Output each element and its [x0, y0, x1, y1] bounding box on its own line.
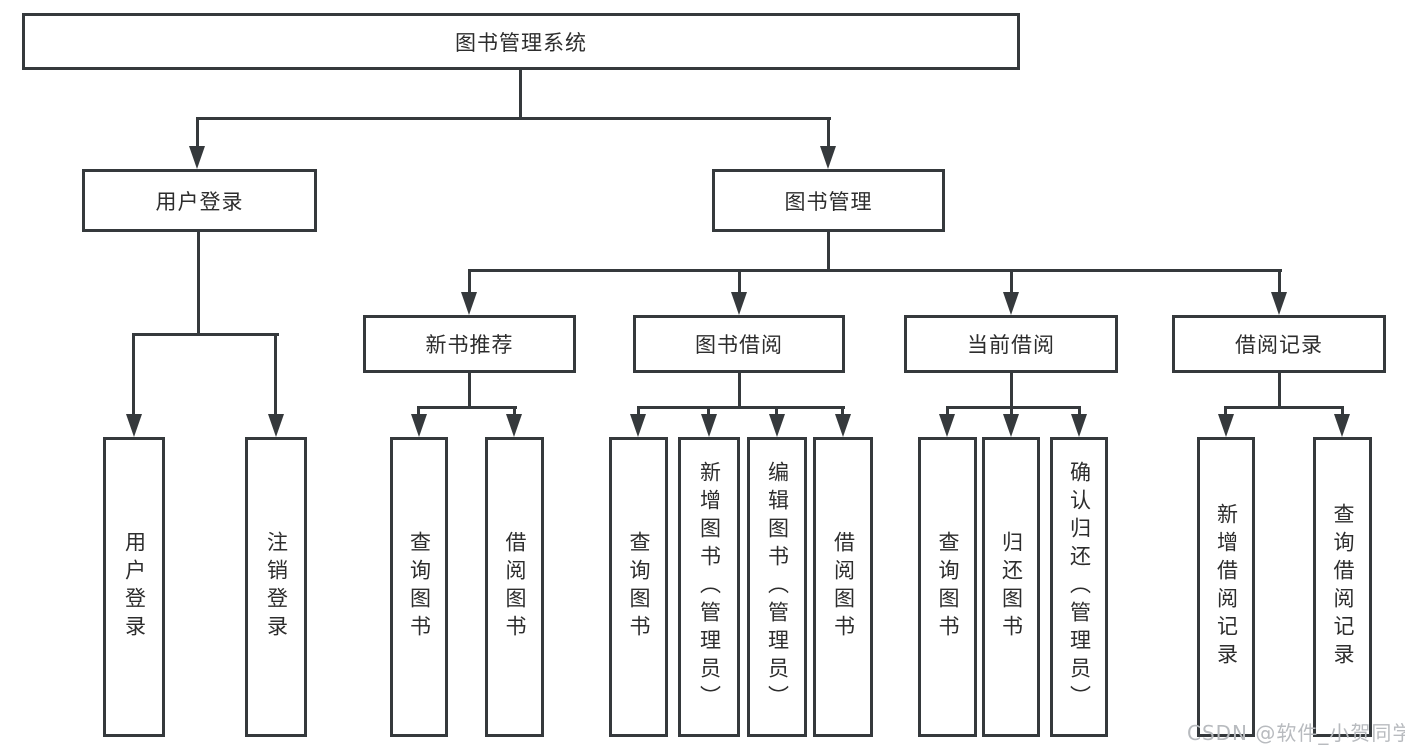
- connector-line: [197, 232, 200, 336]
- connector-line: [775, 406, 778, 417]
- arrow-down-icon: [506, 414, 522, 437]
- arrow-down-icon: [268, 414, 284, 437]
- connector-line: [827, 232, 830, 272]
- connector-line: [637, 406, 845, 409]
- connector-line: [946, 406, 949, 417]
- connector-line: [196, 117, 199, 148]
- connector-line: [468, 373, 471, 409]
- connector-line: [417, 406, 517, 409]
- arrow-down-icon: [769, 414, 785, 437]
- arrow-down-icon: [731, 292, 747, 315]
- connector-line: [1078, 406, 1081, 417]
- connector-line: [1278, 269, 1281, 294]
- leaf-logout: 注销登录: [245, 437, 307, 737]
- leaf-add-book-admin: 新增图书（管理员）: [678, 437, 740, 737]
- connector-line: [1010, 373, 1013, 409]
- arrow-down-icon: [1003, 414, 1019, 437]
- connector-line: [468, 269, 471, 294]
- leaf-add-borrow-record: 新增借阅记录: [1197, 437, 1255, 737]
- arrow-down-icon: [411, 414, 427, 437]
- connector-line: [417, 406, 420, 417]
- connector-line: [637, 406, 640, 417]
- connector-line: [1224, 406, 1227, 417]
- connector-line: [1341, 406, 1344, 417]
- connector-line: [707, 406, 710, 417]
- arrow-down-icon: [1071, 414, 1087, 437]
- arrow-down-icon: [1334, 414, 1350, 437]
- connector-line: [132, 333, 279, 336]
- arrow-down-icon: [126, 414, 142, 437]
- node-book-borrowing: 图书借阅: [633, 315, 845, 373]
- connector-line: [132, 333, 135, 416]
- leaf-confirm-return-admin: 确认归还（管理员）: [1050, 437, 1108, 737]
- node-user-login: 用户登录: [82, 169, 317, 232]
- arrow-down-icon: [835, 414, 851, 437]
- connector-line: [946, 406, 1081, 409]
- arrow-down-icon: [701, 414, 717, 437]
- leaf-user-login: 用户登录: [103, 437, 165, 737]
- node-new-book-recommend: 新书推荐: [363, 315, 576, 373]
- arrow-down-icon: [630, 414, 646, 437]
- connector-line: [1278, 373, 1281, 409]
- connector-line: [519, 69, 522, 119]
- leaf-edit-book-admin: 编辑图书（管理员）: [747, 437, 807, 737]
- leaf-return-books: 归还图书: [982, 437, 1040, 737]
- connector-line: [274, 333, 277, 416]
- node-current-borrowing: 当前借阅: [904, 315, 1118, 373]
- leaf-query-books-recommend: 查询图书: [390, 437, 448, 737]
- arrow-down-icon: [939, 414, 955, 437]
- node-library-management-system: 图书管理系统: [22, 13, 1020, 70]
- leaf-borrow-books-borrowing: 借阅图书: [813, 437, 873, 737]
- leaf-query-books-borrowing: 查询图书: [609, 437, 668, 737]
- connector-line: [841, 406, 844, 417]
- arrow-down-icon: [461, 292, 477, 315]
- leaf-query-books-current: 查询图书: [918, 437, 977, 737]
- connector-line: [738, 373, 741, 409]
- connector-line: [827, 117, 830, 148]
- connector-line: [468, 269, 1282, 272]
- leaf-query-borrow-record: 查询借阅记录: [1313, 437, 1372, 737]
- connector-line: [1010, 406, 1013, 417]
- node-borrowing-records: 借阅记录: [1172, 315, 1386, 373]
- leaf-borrow-books-recommend: 借阅图书: [485, 437, 544, 737]
- node-book-management: 图书管理: [712, 169, 945, 232]
- connector-line: [196, 117, 831, 120]
- arrow-down-icon: [1271, 292, 1287, 315]
- connector-line: [1010, 269, 1013, 294]
- arrow-down-icon: [1218, 414, 1234, 437]
- arrow-down-icon: [820, 146, 836, 169]
- connector-line: [513, 406, 516, 417]
- connector-line: [738, 269, 741, 294]
- arrow-down-icon: [1003, 292, 1019, 315]
- watermark: CSDN @软件_小贺同学: [1187, 721, 1405, 745]
- arrow-down-icon: [189, 146, 205, 169]
- connector-line: [1224, 406, 1344, 409]
